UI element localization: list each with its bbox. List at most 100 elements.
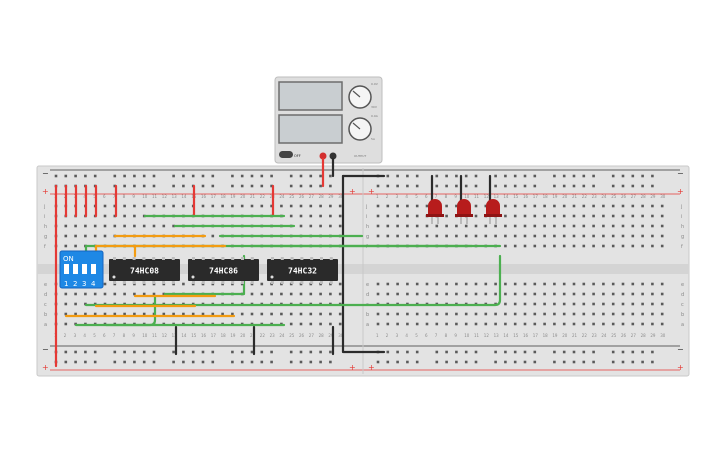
breadboard-hole (133, 360, 136, 364)
chip-notch-icon (112, 275, 116, 279)
row-label: e (44, 282, 47, 288)
column-label: 16 (201, 333, 207, 338)
breadboard-hole (543, 312, 546, 316)
breadboard-hole (338, 282, 342, 286)
breadboard-hole (504, 292, 507, 296)
led-3[interactable] (484, 199, 502, 224)
breadboard-hole (396, 204, 399, 208)
chip-74hc86[interactable]: 74HC86 (188, 259, 259, 281)
column-label: 5 (415, 333, 418, 338)
dip-toggle-2[interactable] (73, 264, 78, 274)
breadboard-hole (474, 350, 478, 354)
rail-plus-mid-b: + (368, 187, 375, 196)
led-2[interactable] (455, 199, 473, 224)
breadboard-hole (299, 204, 303, 208)
breadboard-hole (162, 204, 166, 208)
column-label: 26 (621, 194, 627, 199)
breadboard-hole (260, 312, 264, 316)
chip-pin (271, 257, 274, 260)
breadboard-hole (376, 234, 380, 238)
breadboard-hole (651, 322, 654, 326)
breadboard-hole (641, 312, 644, 316)
chip-74hc08[interactable]: 74HC08 (109, 259, 180, 281)
breadboard-hole (415, 360, 419, 364)
breadboard-hole (611, 350, 615, 354)
column-label: 16 (201, 194, 207, 199)
chip-pin (290, 257, 294, 260)
row-label: e (366, 282, 369, 288)
wire-black-rail-bridge-bottom[interactable] (341, 174, 386, 354)
breadboard-hole (494, 292, 497, 296)
breadboard-hole (93, 292, 97, 296)
breadboard-hole (513, 322, 517, 326)
row-label: h (44, 224, 47, 230)
breadboard-hole (289, 204, 293, 208)
wire-green-bottom-long[interactable] (84, 254, 502, 307)
breadboard-hole (582, 184, 586, 188)
breadboard-hole (309, 350, 313, 354)
breadboard-hole (651, 234, 654, 238)
column-label: 9 (454, 194, 457, 199)
breadboard-hole (231, 204, 234, 208)
breadboard-hole (319, 214, 322, 218)
breadboard-hole (376, 312, 380, 316)
breadboard-hole (611, 282, 615, 286)
breadboard-hole (309, 360, 313, 364)
column-label: 3 (396, 333, 399, 338)
breadboard-hole (123, 360, 126, 364)
breadboard-hole (270, 350, 273, 354)
rail-plus-mid-a: + (349, 187, 356, 196)
breadboard-hole (415, 204, 419, 208)
breadboard-hole (445, 234, 448, 238)
column-label: 10 (464, 194, 470, 199)
breadboard-hole (494, 224, 497, 228)
chip-pin (192, 281, 195, 284)
breadboard-hole (260, 174, 264, 178)
dip-switch[interactable]: ON 1 2 3 4 (59, 250, 104, 289)
dip-toggle-4[interactable] (91, 264, 96, 274)
breadboard-hole (211, 234, 215, 238)
breadboard-hole (621, 350, 625, 354)
chip-pin (250, 257, 254, 260)
chip-pin (113, 281, 116, 284)
breadboard-hole (651, 302, 654, 306)
breadboard-hole (270, 184, 273, 188)
column-label: 13 (172, 194, 178, 199)
breadboard-hole (386, 312, 390, 316)
dip-toggle-1[interactable] (64, 264, 69, 274)
breadboard-hole (562, 174, 566, 178)
breadboard-hole (435, 350, 439, 354)
column-label: 12 (162, 333, 168, 338)
dip-toggle-3[interactable] (82, 264, 87, 274)
breadboard-hole (660, 204, 664, 208)
breadboard-hole (250, 312, 254, 316)
row-label: e (681, 282, 684, 288)
breadboard-hole (592, 204, 595, 208)
breadboard-hole (523, 204, 527, 208)
breadboard-hole (631, 214, 635, 218)
column-label: 30 (338, 194, 344, 199)
breadboard-hole (621, 292, 625, 296)
breadboard-hole (641, 244, 644, 248)
chip-74hc32[interactable]: 74HC32 (267, 259, 338, 281)
breadboard-hole (103, 204, 107, 208)
led-1[interactable] (426, 199, 444, 224)
breadboard-hole (133, 204, 136, 208)
power-supply[interactable]: 0.0V 30V 0.0A 5A OFF OUTPUT (274, 76, 383, 164)
breadboard-hole (211, 360, 215, 364)
breadboard-hole (386, 204, 390, 208)
negative-terminal-icon[interactable] (329, 152, 337, 160)
breadboard-hole (553, 282, 556, 286)
column-label: 21 (572, 194, 578, 199)
power-toggle-switch[interactable] (279, 151, 293, 158)
column-label: 20 (240, 194, 246, 199)
breadboard-hole (582, 360, 586, 364)
breadboard-hole (572, 312, 576, 316)
breadboard-hole (621, 360, 625, 364)
breadboard-hole (415, 322, 419, 326)
breadboard-hole (543, 292, 546, 296)
breadboard-hole (592, 350, 595, 354)
column-label: 17 (211, 333, 217, 338)
positive-terminal-icon[interactable] (319, 152, 327, 160)
breadboard-hole (142, 360, 146, 364)
